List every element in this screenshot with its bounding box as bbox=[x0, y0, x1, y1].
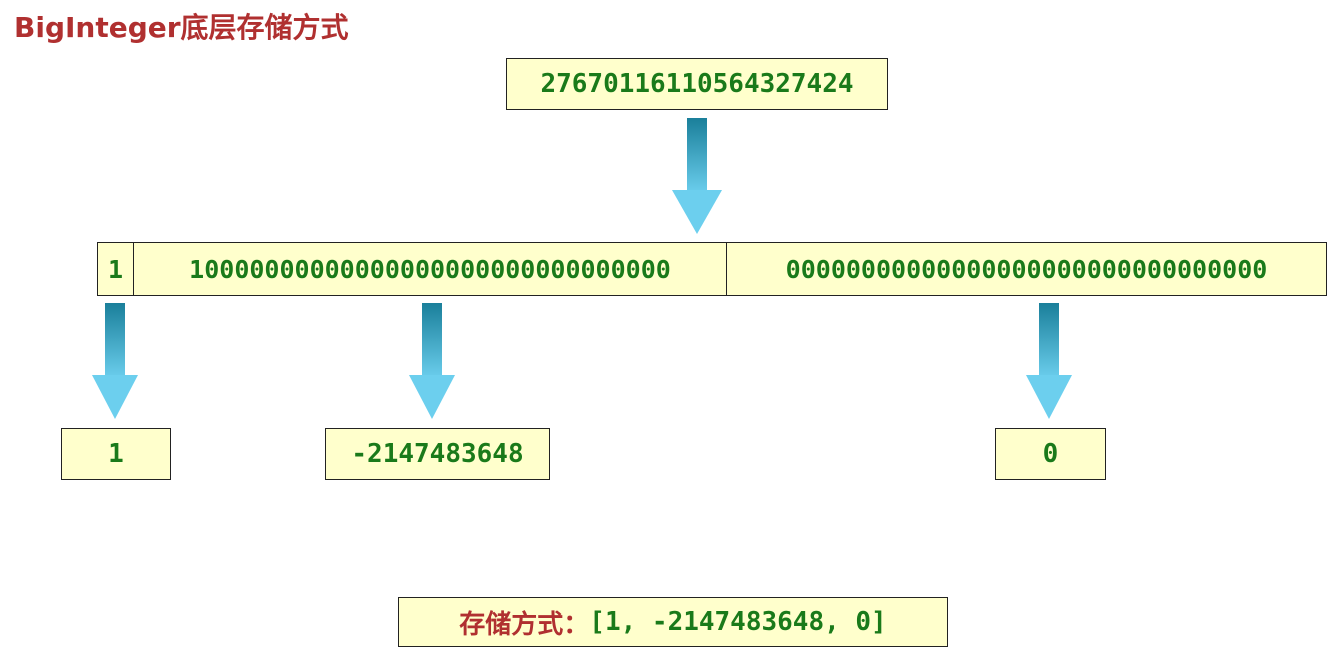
sign-bit-cell: 1 bbox=[98, 243, 133, 295]
high-bits-text: 10000000000000000000000000000000 bbox=[189, 254, 671, 284]
element-value: -2147483648 bbox=[351, 439, 524, 469]
low-bits-text: 00000000000000000000000000000000 bbox=[785, 254, 1268, 284]
number-box: 27670116110564327424 bbox=[506, 58, 888, 110]
arrow-down-icon bbox=[92, 303, 138, 419]
arrow-down-icon bbox=[1026, 303, 1072, 419]
arrow-down-icon bbox=[409, 303, 455, 419]
page-title: BigInteger底层存储方式 bbox=[14, 11, 349, 44]
element-value: 1 bbox=[108, 439, 124, 469]
sign-bit-text: 1 bbox=[107, 254, 124, 284]
low-bits-cell: 00000000000000000000000000000000 bbox=[726, 243, 1326, 295]
element-box: -2147483648 bbox=[325, 428, 550, 480]
element-value: 0 bbox=[1042, 439, 1059, 469]
element-box: 0 bbox=[995, 428, 1106, 480]
storage-result-label: 存储方式： bbox=[459, 609, 590, 640]
storage-result-value: [1, -2147483648, 0] bbox=[589, 607, 887, 637]
number-text: 27670116110564327424 bbox=[540, 69, 854, 99]
element-box: 1 bbox=[61, 428, 171, 480]
bit-row: 1 10000000000000000000000000000000 00000… bbox=[97, 242, 1327, 296]
arrow-down-icon bbox=[672, 118, 722, 234]
high-bits-cell: 10000000000000000000000000000000 bbox=[133, 243, 726, 295]
storage-result-box: 存储方式： [1, -2147483648, 0] bbox=[398, 597, 948, 647]
